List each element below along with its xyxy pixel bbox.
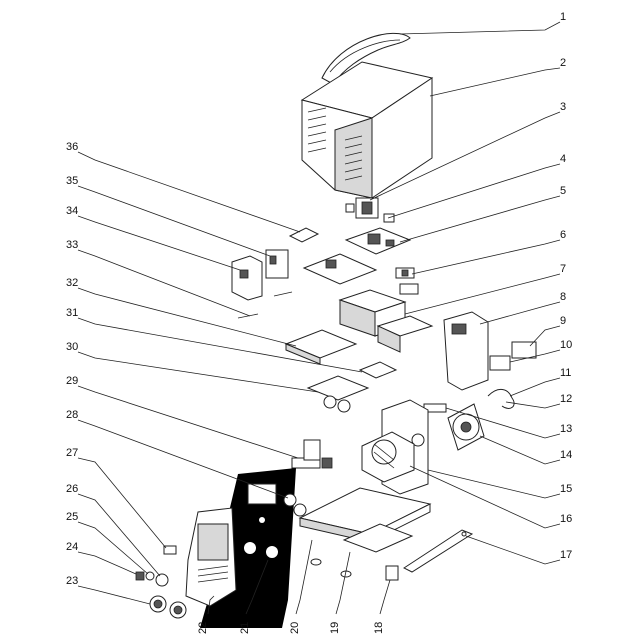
callout-12: 12 (560, 393, 572, 405)
callout-10: 10 (560, 339, 572, 351)
callout-34: 34 (66, 205, 78, 217)
main-transformer-part (361, 431, 415, 483)
callout-28: 28 (66, 409, 78, 421)
callout-9: 9 (560, 315, 566, 327)
callout-17: 17 (560, 549, 572, 561)
callout-numbers-left: 36 35 34 33 32 31 30 29 28 27 26 25 24 2… (66, 141, 78, 587)
dinse-connector-part (149, 595, 187, 619)
cable-clamp-part (487, 389, 515, 409)
small-transformer-part (345, 197, 395, 223)
control-board-part (344, 227, 412, 255)
callout-numbers-right: 1 2 3 4 5 6 7 8 9 10 11 12 13 14 15 16 1… (560, 11, 572, 561)
callout-6: 6 (560, 229, 566, 241)
callout-25: 25 (66, 511, 78, 523)
output-terminal-part (283, 493, 307, 517)
nameplate-part (163, 545, 177, 555)
callout-32: 32 (66, 277, 78, 289)
fan-part (447, 403, 485, 451)
callout-5: 5 (560, 185, 566, 197)
callout-23: 23 (66, 575, 78, 587)
callout-20: 20 (289, 622, 301, 634)
callout-7: 7 (560, 263, 566, 275)
callout-29: 29 (66, 375, 78, 387)
top-cover-part (300, 61, 434, 199)
callout-22: 22 (197, 622, 209, 634)
bolt-part (237, 291, 293, 319)
callout-16: 16 (560, 513, 572, 525)
capacitor-board-part (306, 375, 370, 413)
leader-lines (77, 21, 561, 615)
output-inductor-part (291, 439, 333, 469)
driver-board-part (288, 227, 378, 285)
callout-36: 36 (66, 141, 78, 153)
callout-19: 19 (329, 622, 341, 634)
connector-part (385, 565, 399, 581)
left-bracket-part (231, 255, 263, 301)
callout-33: 33 (66, 239, 78, 251)
callout-8: 8 (560, 291, 566, 303)
terminal-block-part (395, 267, 419, 295)
callout-26: 26 (66, 483, 78, 495)
handle-part (321, 33, 411, 85)
front-cover-part (185, 507, 237, 607)
callout-30: 30 (66, 341, 78, 353)
callout-27: 27 (66, 447, 78, 459)
cover-vents (307, 107, 363, 181)
callout-numbers-bottom: 22 21 20 19 18 (197, 622, 385, 634)
callout-4: 4 (560, 153, 566, 165)
callout-31: 31 (66, 307, 78, 319)
callout-13: 13 (560, 423, 572, 435)
callout-2: 2 (560, 57, 566, 69)
callout-11: 11 (560, 367, 571, 379)
callout-24: 24 (66, 541, 78, 553)
bottom-plate-part (342, 523, 414, 553)
bracket-plate-part (443, 311, 489, 391)
insulation-sheet-part (358, 361, 398, 379)
power-board-part (284, 329, 358, 365)
relay-block-part (265, 249, 289, 279)
callout-15: 15 (560, 483, 572, 495)
feet-part (310, 558, 352, 578)
callout-35: 35 (66, 175, 78, 187)
callout-14: 14 (560, 449, 572, 461)
callout-3: 3 (560, 101, 566, 113)
fitting-part (489, 341, 537, 371)
callout-18: 18 (373, 622, 385, 634)
strap-part (402, 529, 474, 573)
callout-1: 1 (560, 11, 566, 23)
heatsink-part (338, 289, 434, 353)
callout-21: 21 (239, 622, 251, 634)
knob-part (135, 571, 169, 587)
